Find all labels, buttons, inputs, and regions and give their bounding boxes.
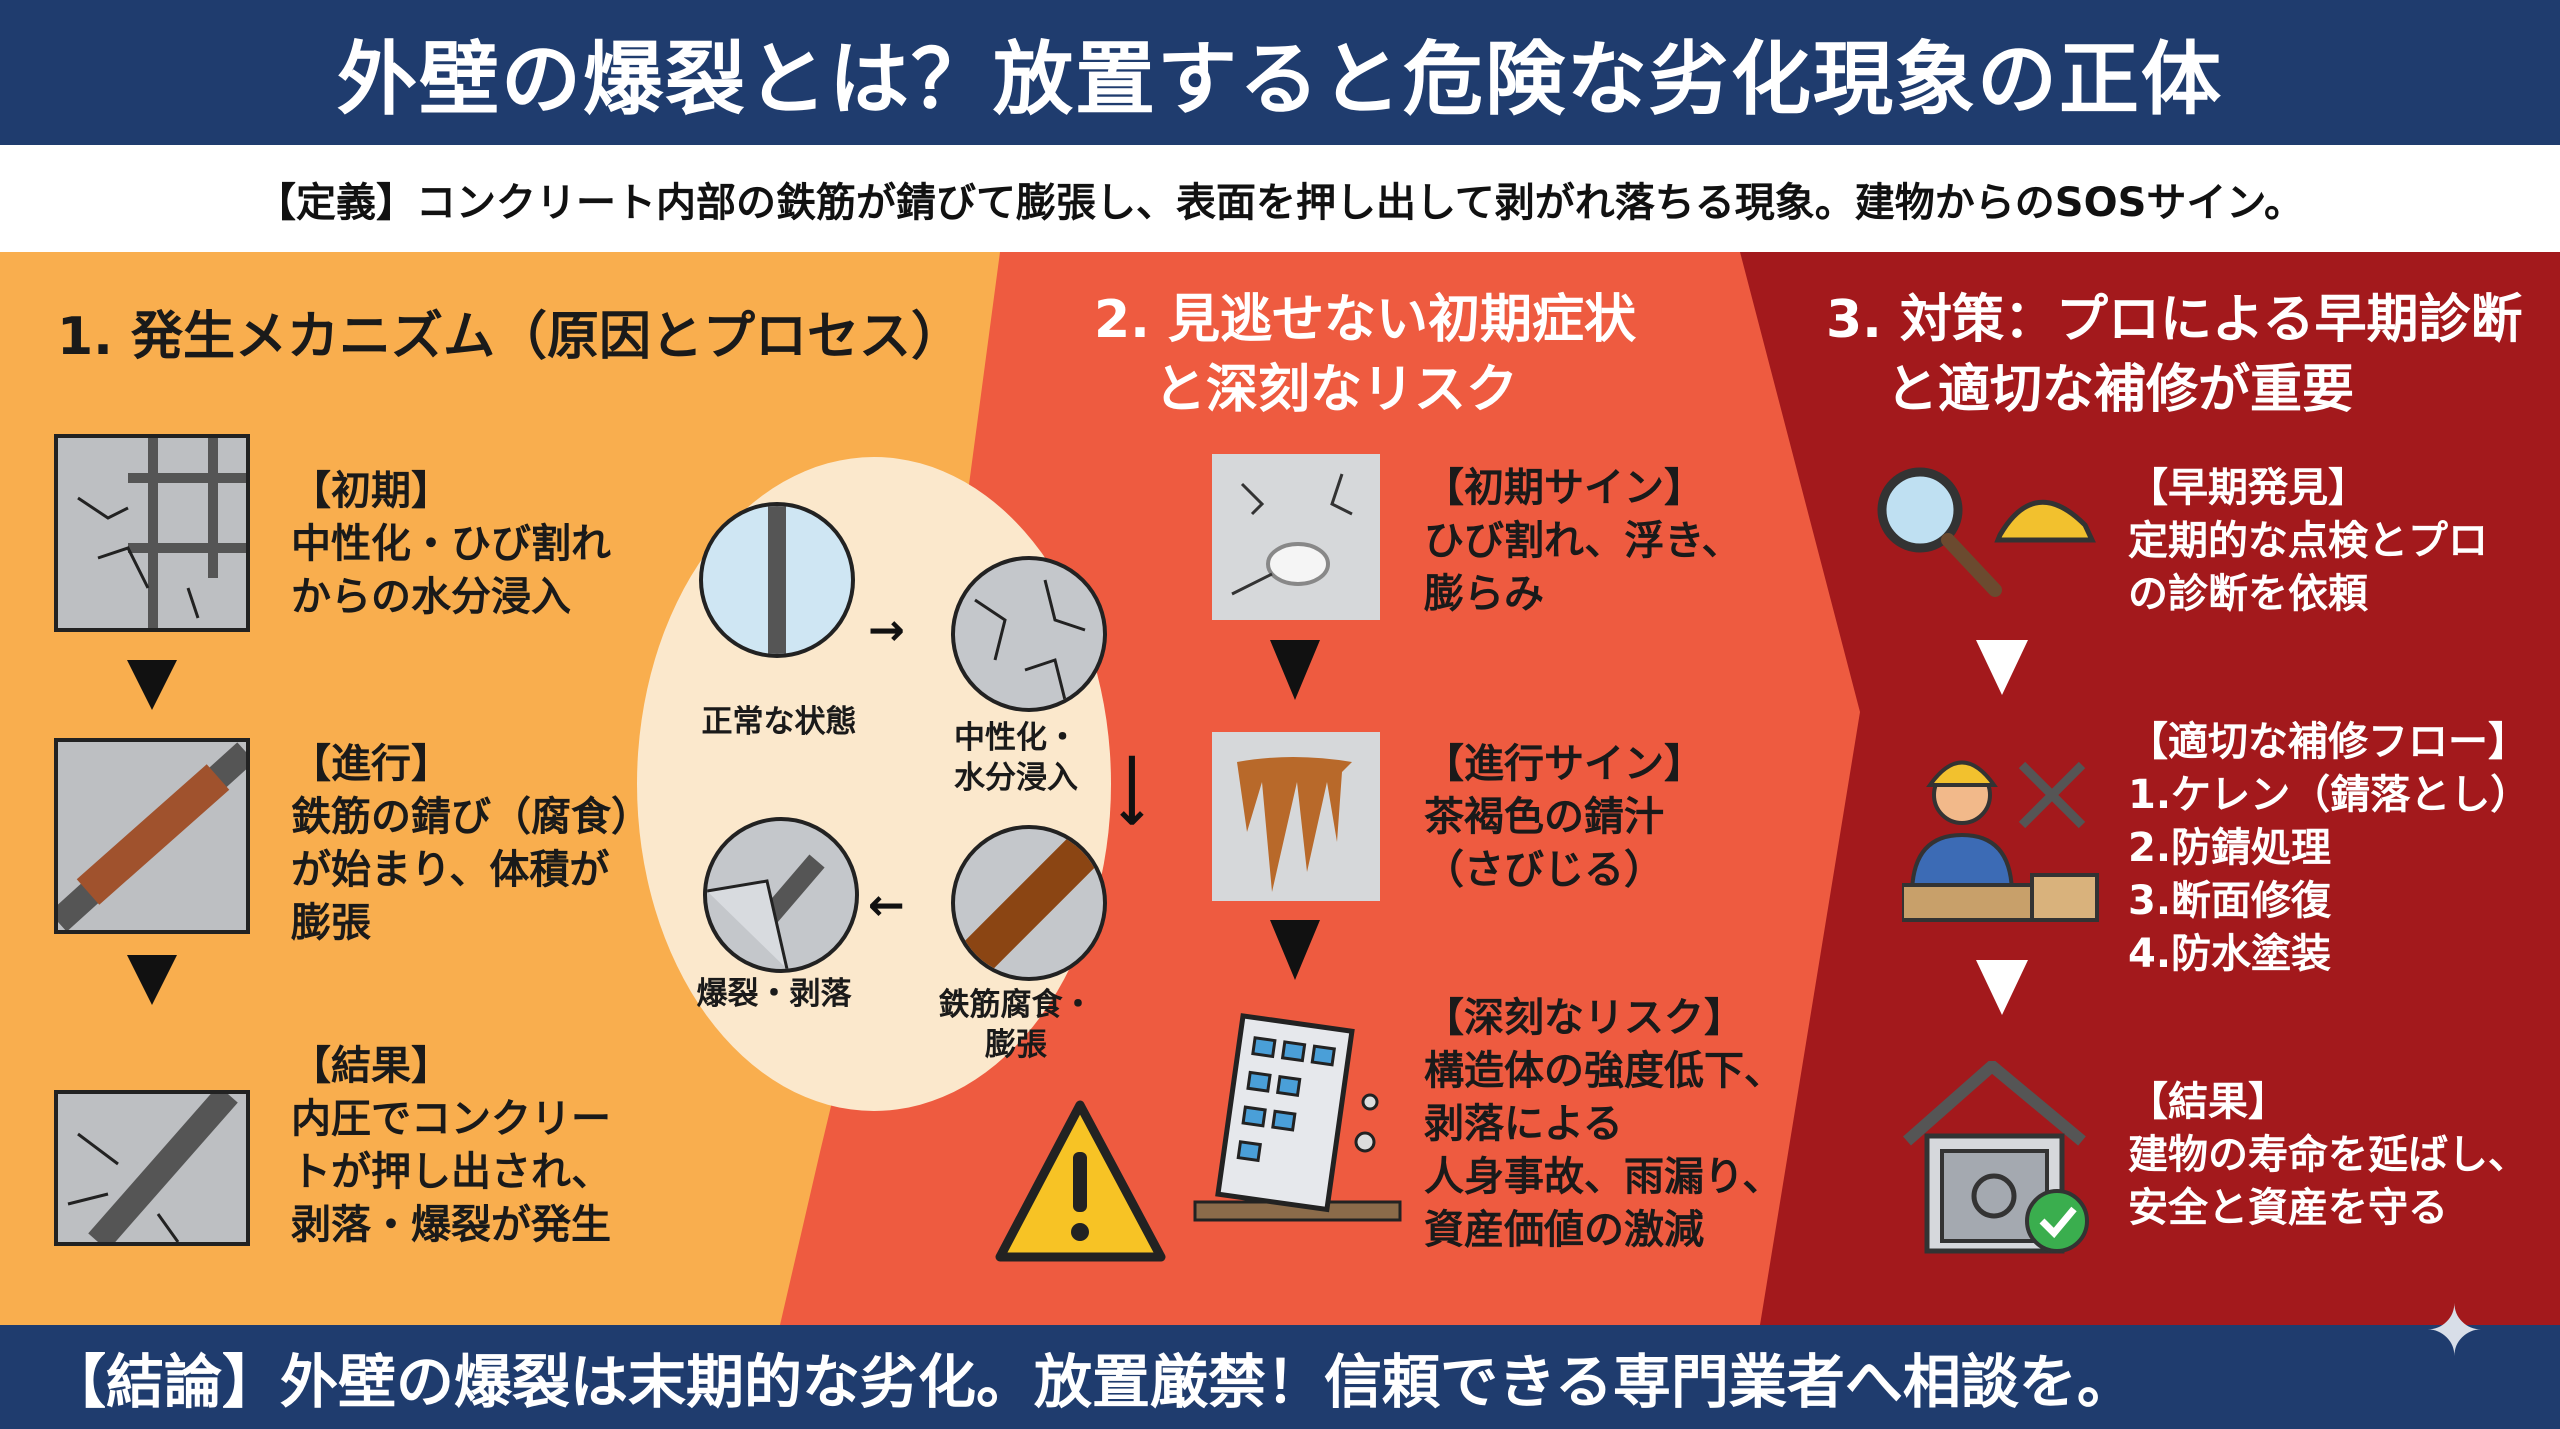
- rusting-rebar-icon: [49, 738, 255, 934]
- step-heading: 【初期サイン】: [1424, 465, 1704, 511]
- step-text: 【進行サイン】 茶褐色の錆汁 （さびじる）: [1424, 738, 1704, 897]
- spalling-icon: [703, 817, 859, 973]
- step-line: 剥落・爆裂が発生: [291, 1202, 611, 1248]
- arrow-right-icon: →: [868, 605, 905, 656]
- step-line: の診断を依頼: [2128, 571, 2368, 617]
- cycle-label: 爆裂・剥落: [696, 976, 852, 1012]
- step-text: 【進行】 鉄筋の錆び（腐食） が始まり、体積が 膨張: [291, 738, 651, 950]
- step-heading: 【適切な補修フロー】: [2128, 719, 2528, 765]
- step-line: 4.防水塗装: [2128, 931, 2332, 977]
- step-line: （さびじる）: [1424, 847, 1664, 893]
- step-line: 膨張: [291, 900, 371, 946]
- cycle-label: 鉄筋腐食・ 膨張: [938, 987, 1094, 1063]
- step-line: 資産価値の激減: [1424, 1207, 1704, 1253]
- down-arrow-icon: [127, 660, 177, 710]
- page-title-banner: 外壁の爆裂とは？放置すると危険な劣化現象の正体: [0, 0, 2560, 145]
- magnifier-helmet-icon: [1870, 465, 2100, 605]
- step-heading: 【進行】: [291, 741, 451, 787]
- panel3-title: 3. 対策：プロによる早期診断 と適切な補修が重要: [1826, 285, 2522, 425]
- conclusion-text: 【結論】外壁の爆裂は末期的な劣化。放置厳禁！信頼できる専門業者へ相談を。: [48, 1348, 2135, 1416]
- step-heading: 【結果】: [2128, 1079, 2288, 1125]
- arrow-left-icon: ←: [868, 880, 905, 931]
- step-line: 2.防錆処理: [2128, 825, 2332, 871]
- down-arrow-icon: [127, 955, 177, 1005]
- definition-text: 【定義】コンクリート内部の鉄筋が錆びて膨張し、表面を押し出して剥がれ落ちる現象。…: [255, 179, 2305, 226]
- step-line: 1.ケレン（錆落とし）: [2128, 772, 2531, 818]
- page-title: 外壁の爆裂とは？放置すると危険な劣化現象の正体: [337, 32, 2223, 126]
- step-line: からの水分浸入: [291, 574, 571, 620]
- title-line: 3. 対策：プロによる早期診断: [1826, 290, 2523, 350]
- definition-strip: 【定義】コンクリート内部の鉄筋が錆びて膨張し、表面を押し出して剥がれ落ちる現象。…: [0, 145, 2560, 252]
- step-line: 建物の寿命を延ばし、: [2128, 1132, 2528, 1178]
- step-heading: 【深刻なリスク】: [1424, 995, 1744, 1041]
- cycle-label: 正常な状態: [701, 704, 857, 740]
- step-text: 【初期サイン】 ひび割れ、浮き、 膨らみ: [1424, 462, 1742, 621]
- bulging-crack-icon: [1212, 454, 1380, 620]
- step-line: 内圧でコンクリー: [291, 1096, 611, 1142]
- step-heading: 【初期】: [291, 468, 451, 514]
- step-line: 安全と資産を守る: [2128, 1185, 2448, 1231]
- step-text: 【早期発見】 定期的な点検とプロ の診断を依頼: [2128, 462, 2488, 621]
- step-line: 剥落による: [1424, 1101, 1623, 1147]
- step-text: 【結果】 建物の寿命を延ばし、 安全と資産を守る: [2128, 1076, 2528, 1235]
- step-line: 鉄筋の錆び（腐食）: [291, 794, 651, 840]
- sparkle-icon: ✦: [2425, 1290, 2484, 1372]
- down-arrow-icon: [1976, 640, 2028, 695]
- collapsing-building-icon: [1190, 1012, 1405, 1225]
- step-text: 【深刻なリスク】 構造体の強度低下、 剥落による 人身事故、雨漏り、 資産価値の…: [1424, 992, 1784, 1257]
- conclusion-banner: 【結論】外壁の爆裂は末期的な劣化。放置厳禁！信頼できる専門業者へ相談を。: [0, 1325, 2560, 1429]
- down-arrow-icon: [1976, 960, 2028, 1015]
- step-line: 茶褐色の錆汁: [1424, 794, 1664, 840]
- house-safe-check-icon: [1902, 1058, 2102, 1257]
- step-line: 3.断面修復: [2128, 878, 2332, 924]
- step-heading: 【早期発見】: [2128, 465, 2368, 511]
- step-line: トが押し出され、: [291, 1149, 612, 1195]
- step-line: 構造体の強度低下、: [1424, 1048, 1784, 1094]
- step-heading: 【進行サイン】: [1424, 741, 1704, 787]
- neutralized-concrete-icon: [951, 556, 1107, 712]
- normal-rebar-icon: [699, 502, 855, 658]
- step-line: 中性化・ひび割れ: [291, 521, 611, 567]
- panel1-title: 1. 発生メカニズム（原因とプロセス）: [57, 307, 964, 367]
- step-text: 【結果】 内圧でコンクリー トが押し出され、 剥落・爆裂が発生: [291, 1040, 611, 1252]
- title-line: と深刻なリスク: [1154, 360, 1519, 420]
- cracked-concrete-rebar-icon: [54, 434, 250, 632]
- step-line: ひび割れ、浮き、: [1424, 518, 1742, 564]
- title-line: 2. 見逃せない初期症状: [1094, 290, 1637, 350]
- panel2-title: 2. 見逃せない初期症状 と深刻なリスク: [1094, 285, 1636, 425]
- step-line: が始まり、体積が: [291, 847, 610, 893]
- down-arrow-icon: [1270, 640, 1320, 700]
- rust-stain-icon: [1212, 732, 1380, 901]
- corroded-rebar-icon: [951, 825, 1107, 981]
- cycle-label: 中性化・ 水分浸入: [954, 720, 1078, 796]
- step-text: 【初期】 中性化・ひび割れ からの水分浸入: [291, 465, 611, 624]
- step-text: 【適切な補修フロー】 1.ケレン（錆落とし） 2.防錆処理 3.断面修復 4.防…: [2128, 716, 2530, 981]
- step-line: 定期的な点検とプロ: [2128, 518, 2488, 564]
- title-line: と適切な補修が重要: [1886, 360, 2355, 420]
- step-line: 人身事故、雨漏り、: [1424, 1154, 1783, 1200]
- step-line: 膨らみ: [1424, 571, 1544, 617]
- warning-triangle-icon: [993, 1097, 1168, 1266]
- step-heading: 【結果】: [291, 1043, 451, 1089]
- down-arrow-icon: [1270, 920, 1320, 980]
- worker-tools-icon: [1900, 735, 2102, 931]
- spalling-concrete-icon: [54, 1085, 250, 1251]
- panel-countermeasures-bg: [1740, 252, 2560, 1325]
